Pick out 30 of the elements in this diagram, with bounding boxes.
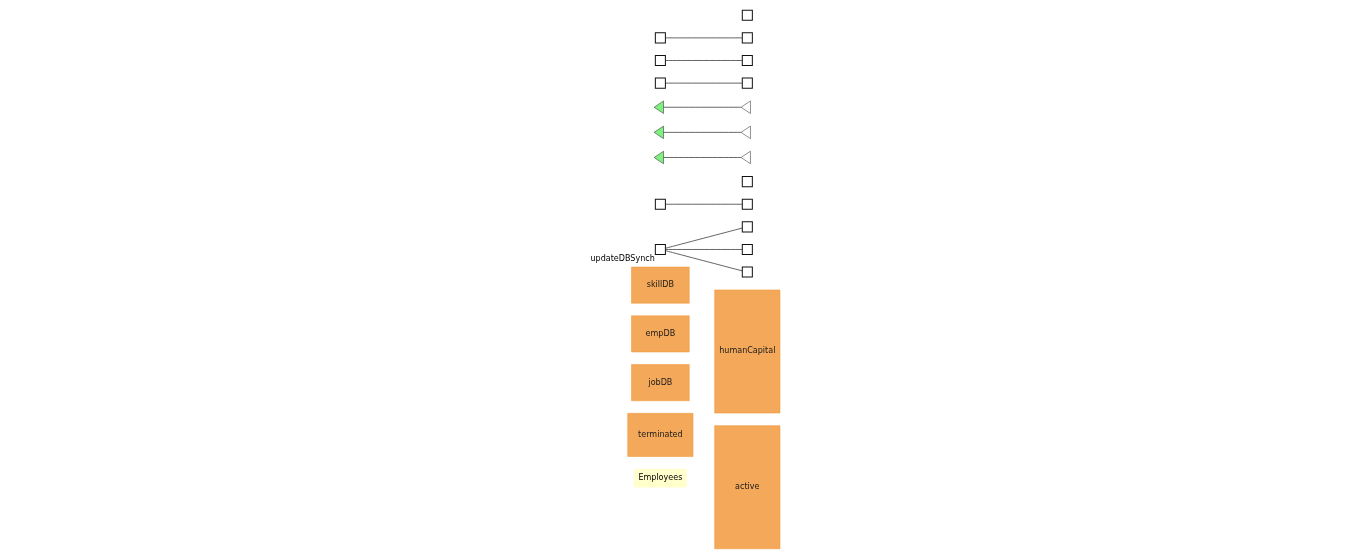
connector	[662, 132, 741, 133]
node-triangle	[740, 125, 751, 139]
connector	[664, 82, 743, 84]
node-triangle	[740, 100, 751, 114]
node-box	[741, 243, 753, 255]
node-box	[741, 54, 753, 67]
node-triangle	[653, 100, 664, 114]
node-box	[741, 198, 753, 210]
node-triangle	[653, 125, 664, 139]
node-box	[741, 77, 753, 89]
connector	[664, 249, 743, 250]
node-triangle	[653, 150, 664, 165]
node-box	[654, 32, 666, 44]
node-box	[741, 9, 753, 21]
connector	[664, 250, 743, 272]
node-box	[741, 32, 753, 44]
connector	[664, 227, 743, 249]
connector	[664, 60, 743, 61]
connector	[662, 106, 741, 108]
node-box	[654, 77, 666, 89]
node-box	[741, 221, 753, 233]
node-triangle	[740, 150, 751, 165]
connector	[664, 37, 743, 39]
node-box	[741, 176, 753, 188]
node-box	[741, 266, 753, 278]
node-box	[654, 243, 666, 255]
node-box	[654, 54, 666, 67]
connector	[664, 203, 743, 205]
node-box	[654, 198, 666, 210]
connector	[662, 157, 741, 158]
